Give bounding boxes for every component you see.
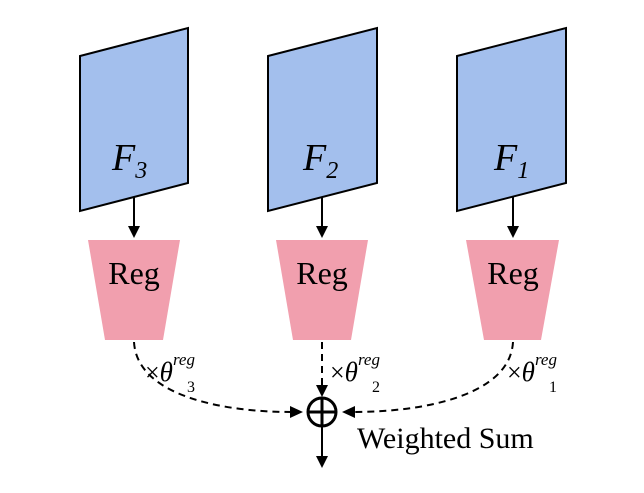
feature-map-f1 — [456, 26, 567, 213]
regressor-label-1: Reg — [487, 255, 539, 291]
arrowhead-f2 — [316, 226, 328, 238]
feature-label-f1: F1 — [493, 137, 529, 184]
feature-label-f2: F2 — [302, 137, 338, 184]
weighted-sum-label: Weighted Sum — [357, 422, 534, 455]
regressor-label-2: Reg — [296, 255, 348, 291]
arrowhead-dashed-1 — [342, 406, 355, 418]
arrowhead-f3 — [128, 226, 140, 238]
arrowhead-f1 — [507, 226, 519, 238]
arrowhead-dashed-3 — [290, 406, 303, 418]
regressor-block-3 — [88, 240, 180, 340]
dashed-path-1 — [352, 341, 514, 413]
regressor-block-2 — [276, 240, 368, 340]
dashed-path-3 — [133, 341, 293, 413]
sum-node — [306, 396, 338, 428]
feature-map-f3 — [79, 26, 189, 213]
feature-map-f2 — [267, 26, 378, 213]
regressor-label-3: Reg — [108, 255, 160, 291]
feature-label-f3: F3 — [111, 137, 147, 184]
arrowhead-dashed-2 — [316, 385, 328, 397]
regressor-block-1 — [466, 240, 559, 340]
output-arrowhead — [316, 456, 328, 468]
